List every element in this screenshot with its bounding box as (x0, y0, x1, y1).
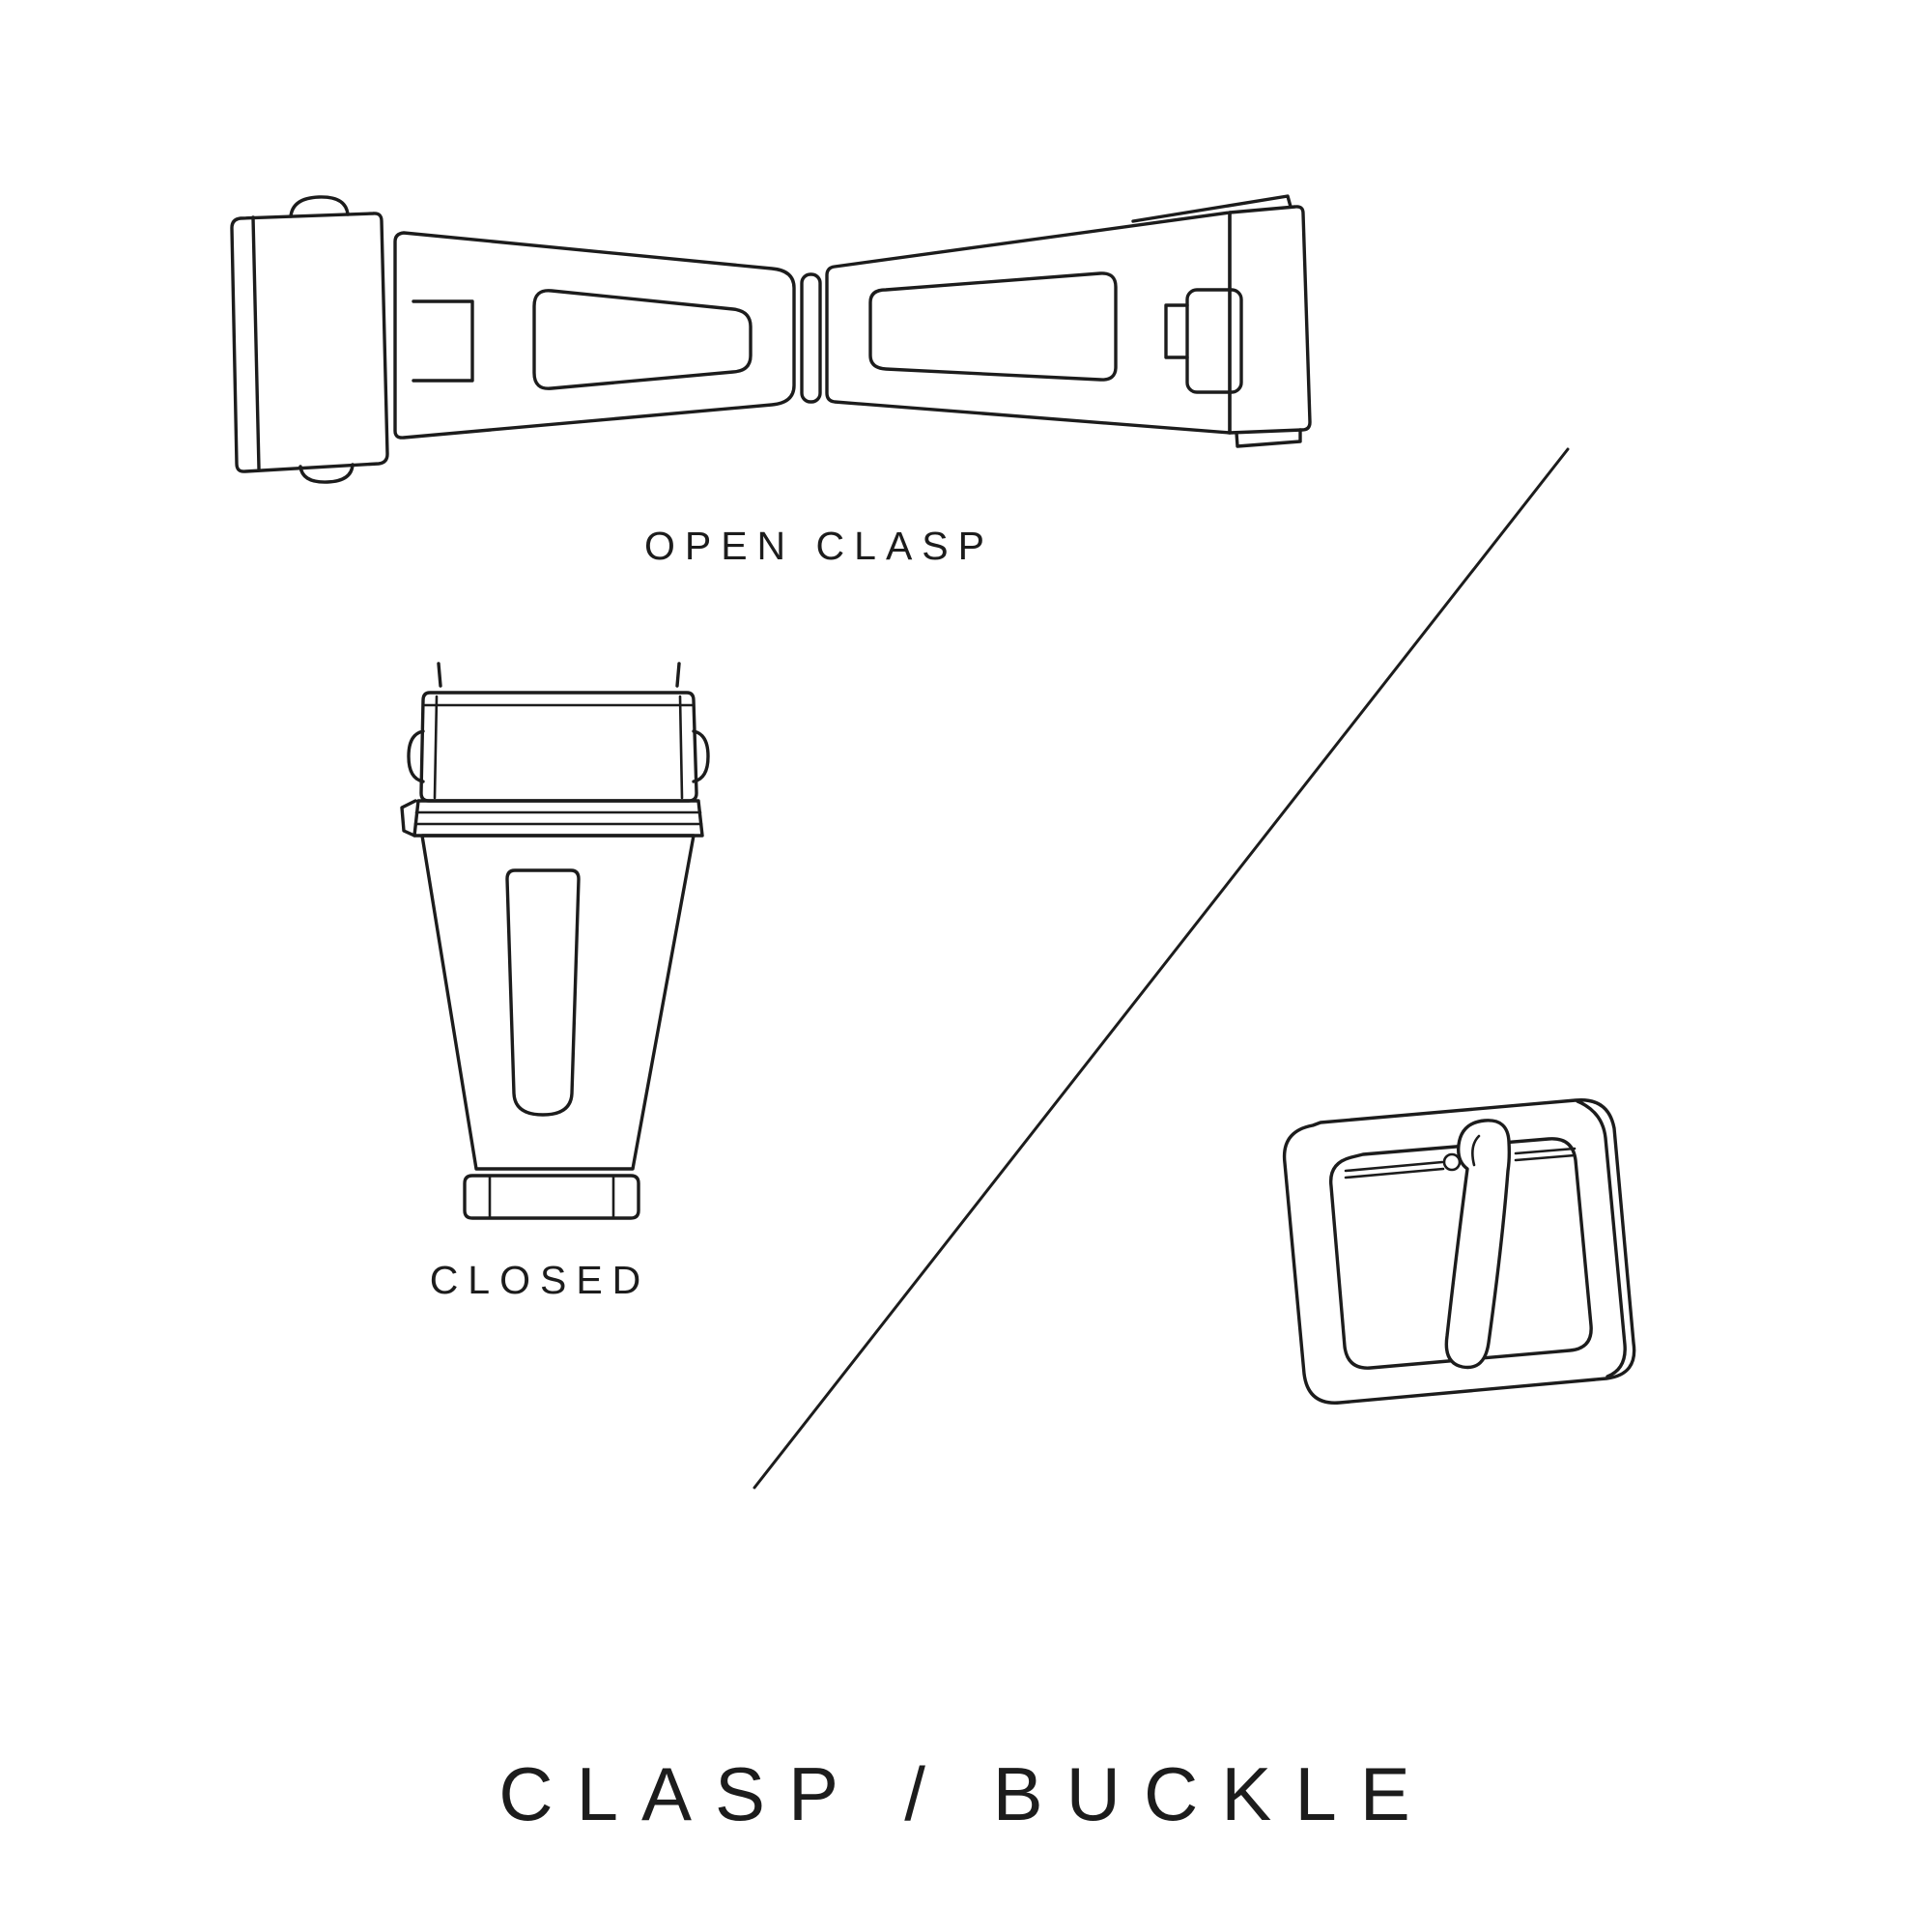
diagram-title: CLASP / BUCKLE (498, 1751, 1434, 1836)
open-clasp-drawing-icon (230, 194, 1312, 484)
closed-clasp-drawing-icon (400, 662, 710, 1220)
open-clasp-left-link (230, 195, 389, 484)
buckle-tang (1444, 1119, 1512, 1370)
diagonal-divider (746, 440, 1577, 1497)
buckle-pin (1344, 1147, 1577, 1179)
closed-clasp-band (400, 799, 704, 838)
open-clasp-illustration (217, 176, 1319, 487)
closed-clasp-body (420, 834, 696, 1171)
open-clasp-hinge (800, 272, 822, 404)
buckle-illustration (1249, 1092, 1655, 1430)
closed-clasp-label: CLOSED (429, 1258, 651, 1302)
diagonal-divider-line-icon (753, 447, 1570, 1490)
open-clasp-label: OPEN CLASP (643, 524, 995, 568)
closed-clasp-cover (407, 691, 710, 803)
tang-buckle-drawing-icon (1282, 1098, 1636, 1405)
closed-clasp-prongs (437, 662, 681, 688)
open-clasp-left-blade (393, 231, 796, 440)
open-clasp-right-blade (825, 211, 1232, 435)
closed-clasp-end-cap (463, 1174, 640, 1220)
open-clasp-right-end (1131, 194, 1312, 448)
closed-clasp-illustration (383, 657, 716, 1222)
